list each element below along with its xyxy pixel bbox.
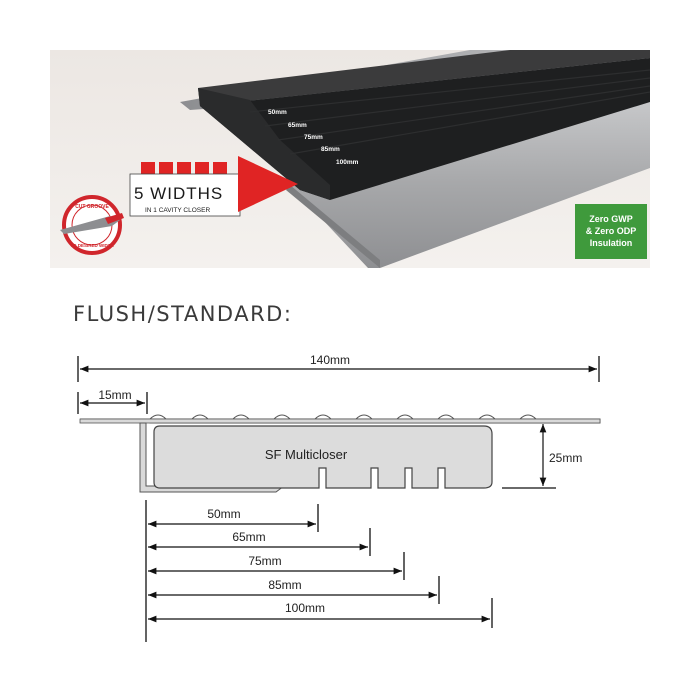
groove-line <box>289 91 650 155</box>
hero-width-label: 85mm <box>321 146 340 153</box>
section-title: FLUSH/STANDARD: <box>73 302 293 326</box>
insulation-tag-line: Zero GWP <box>589 214 633 224</box>
badge-subtitle: IN 1 CAVITY CLOSER <box>145 207 210 214</box>
insulation-side-face <box>200 58 650 200</box>
hero-width-label: 100mm <box>336 159 359 166</box>
hero-width-label: 75mm <box>304 134 323 141</box>
hero-width-label: 65mm <box>288 122 307 129</box>
pointer-arrow-icon <box>238 156 298 212</box>
badge-title: 5 WIDTHS <box>134 184 223 203</box>
closer-base-edge <box>286 185 380 268</box>
cut-groove-seal: CUT GROOVE TO DESIRED WIDTH <box>60 195 124 255</box>
groove-line <box>264 77 650 127</box>
seal-bottom-text: TO DESIRED WIDTH <box>70 243 113 248</box>
cut-width-dimension: 50mm <box>148 504 319 532</box>
five-widths-badge: 5 WIDTHS IN 1 CAVITY CLOSER <box>129 156 298 217</box>
insulation-tag <box>575 204 647 259</box>
insulation-tag-line: & Zero ODP <box>586 226 637 236</box>
insulation-block <box>153 425 493 489</box>
cut-width-label: 50mm <box>207 507 240 521</box>
cut-width-label: 100mm <box>285 601 325 615</box>
insulation-top-face <box>198 50 650 106</box>
cut-width-dimension: 85mm <box>148 576 440 604</box>
cut-width-dimension: 100mm <box>148 598 493 628</box>
product-hero-image: 50mm 65mm 75mm 85mm 100mm 5 WIDTHS IN 1 … <box>50 50 650 268</box>
overall-width-label: 140mm <box>310 353 350 367</box>
cut-width-label: 75mm <box>248 554 281 568</box>
knife-icon <box>60 216 120 234</box>
flange-width-label: 15mm <box>98 388 131 402</box>
cut-width-label: 65mm <box>232 530 265 544</box>
product-label: SF Multicloser <box>265 447 348 462</box>
cut-width-dimension: 65mm <box>148 528 371 556</box>
height-label: 25mm <box>549 451 582 465</box>
knife-handle <box>105 213 124 224</box>
closer-base-flange <box>290 98 650 268</box>
groove-line <box>277 85 650 141</box>
groove-line <box>249 69 650 113</box>
cut-width-dimension: 75mm <box>148 552 405 580</box>
hero-width-label: 50mm <box>268 109 287 116</box>
insulation-tag-line: Insulation <box>590 238 633 248</box>
top-flange <box>79 418 601 424</box>
seal-top-text: CUT GROOVE <box>75 204 109 210</box>
cut-width-label: 85mm <box>268 578 301 592</box>
insulation-end-face <box>198 88 330 200</box>
